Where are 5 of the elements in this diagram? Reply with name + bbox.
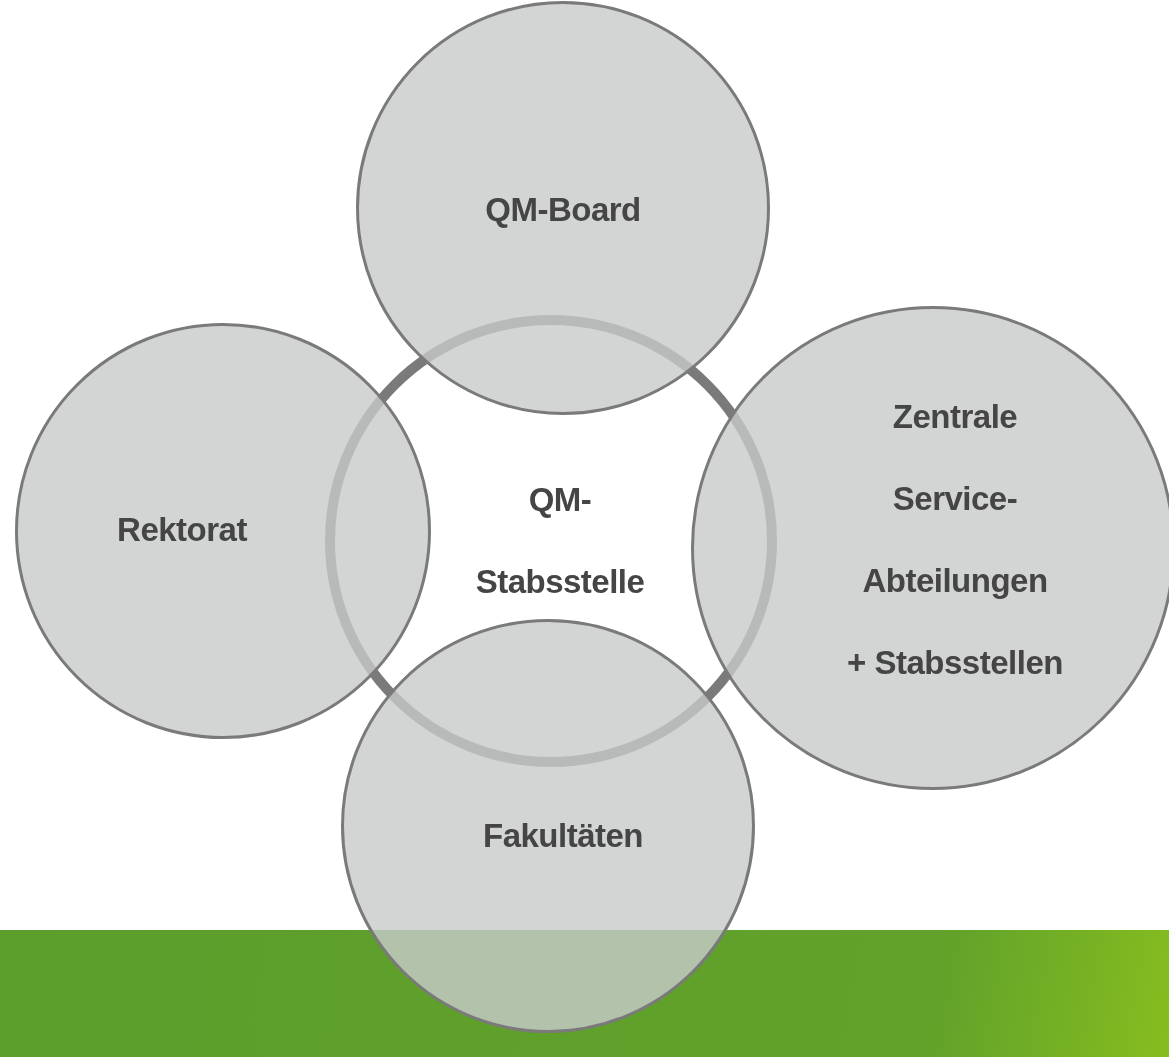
node-label: Zentrale Service- Abteilungen + Stabsstellen — [847, 397, 1063, 683]
node-label: QM- Stabsstelle — [475, 480, 645, 602]
node-label: Rektorat — [117, 510, 247, 550]
node-label: QM-Board — [485, 190, 641, 230]
node-label: Fakultäten — [483, 816, 643, 856]
